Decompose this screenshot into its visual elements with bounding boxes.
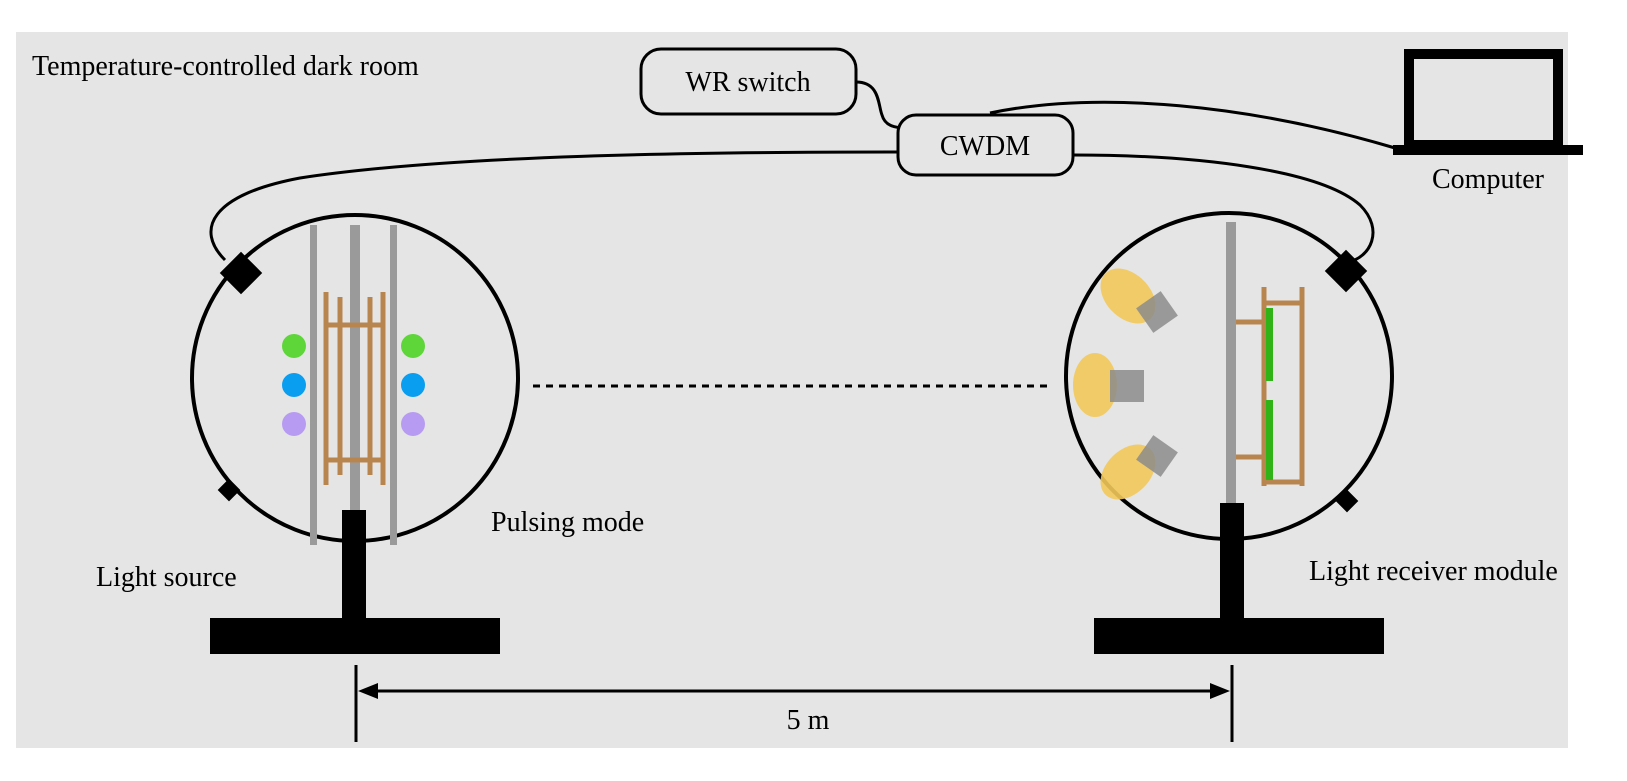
fiber-cables xyxy=(209,80,1396,264)
computer: Computer xyxy=(1393,49,1583,195)
receiver-stand-post xyxy=(1220,503,1244,618)
source-frame xyxy=(323,292,386,485)
wr-switch: WR switch xyxy=(639,47,858,116)
light-source-label: Light source xyxy=(96,562,237,593)
receiver-pmt-middle xyxy=(1073,353,1144,417)
receiver-connector-top xyxy=(1324,249,1368,293)
source-rod-right xyxy=(390,225,397,545)
receiver-pmt-top xyxy=(1100,268,1178,333)
cable-cwdm-to-receiver xyxy=(1072,153,1375,264)
cable-source-to-cwdm xyxy=(209,150,899,262)
cwdm: CWDM xyxy=(896,113,1075,177)
source-led-blue-right xyxy=(401,373,425,397)
source-connector-top xyxy=(219,251,263,295)
cwdm-label: CWDM xyxy=(940,131,1030,162)
receiver-rod xyxy=(1226,222,1236,507)
distance-marker: 5 m xyxy=(354,665,1234,742)
source-stand-post xyxy=(342,510,366,618)
cable-cwdm-to-computer xyxy=(989,100,1396,150)
light-receiver-module xyxy=(1064,211,1394,654)
source-rod-center xyxy=(350,225,360,510)
distance-label: 5 m xyxy=(787,705,830,736)
source-led-blue-left xyxy=(282,373,306,397)
arrow-left-icon xyxy=(358,683,378,699)
laptop-base-icon xyxy=(1393,145,1583,155)
computer-label: Computer xyxy=(1432,164,1545,195)
pulsing-mode-label: Pulsing mode xyxy=(491,507,644,538)
receiver-sipm-array-top xyxy=(1266,308,1273,381)
dark-room-label: Temperature-controlled dark room xyxy=(32,51,419,82)
source-led-violet-left xyxy=(282,412,306,436)
receiver-pmt-bottom xyxy=(1100,435,1178,500)
source-led-green-right xyxy=(401,334,425,358)
light-receiver-label: Light receiver module xyxy=(1309,556,1558,587)
source-rod-left xyxy=(310,225,317,545)
light-source-module xyxy=(190,213,520,654)
receiver-connector-bottom xyxy=(1335,489,1359,513)
arrow-right-icon xyxy=(1210,683,1230,699)
receiver-stand-base xyxy=(1094,618,1384,654)
source-led-violet-right xyxy=(401,412,425,436)
wr-switch-box xyxy=(639,47,858,116)
wr-switch-label: WR switch xyxy=(685,67,810,98)
receiver-sipm-array-bottom xyxy=(1266,400,1273,480)
cable-switch-to-cwdm xyxy=(855,80,908,130)
cwdm-box xyxy=(896,113,1075,177)
source-led-green-left xyxy=(282,334,306,358)
receiver-frame xyxy=(1236,287,1305,486)
source-stand-base xyxy=(210,618,500,654)
